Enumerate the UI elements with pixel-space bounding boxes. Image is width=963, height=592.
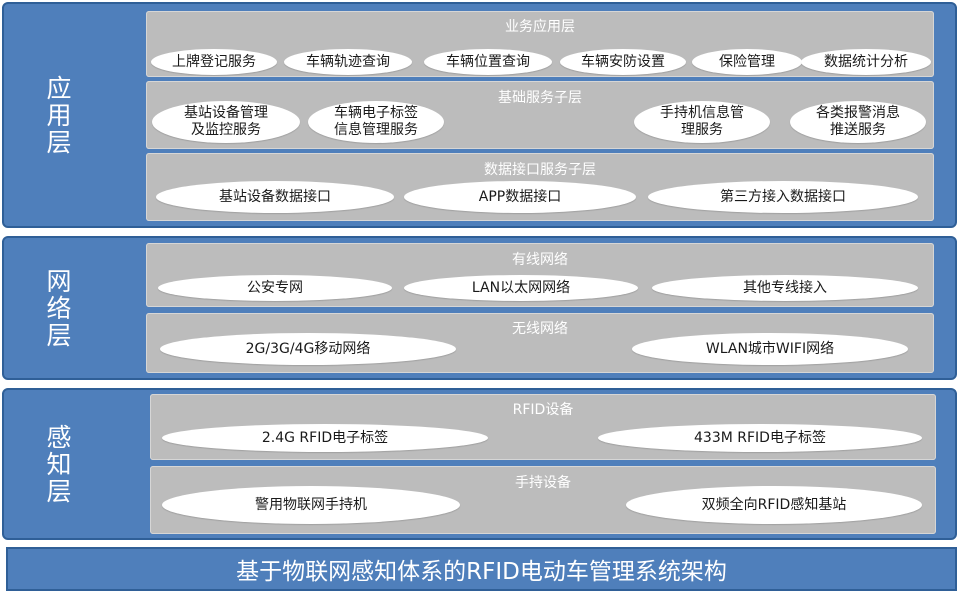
rfid-tag-433m: 433M RFID电子标签 — [598, 424, 922, 452]
wireless-network-panel: 无线网络 2G/3G/4G移动网络 WLAN城市WIFI网络 — [146, 313, 934, 373]
service-vehicle-track: 车辆轨迹查询 — [284, 49, 412, 75]
network-layer-label: 网络层 — [43, 267, 72, 349]
wired-other-line: 其他专线接入 — [652, 275, 918, 301]
data-interface-title: 数据接口服务子层 — [484, 162, 596, 178]
basic-service-title: 基础服务子层 — [498, 90, 582, 106]
wired-network-panel: 有线网络 公安专网 LAN以太网网络 其他专线接入 — [146, 243, 934, 307]
wireless-network-title: 无线网络 — [512, 321, 568, 337]
rfid-device-panel: RFID设备 2.4G RFID电子标签 433M RFID电子标签 — [150, 394, 936, 460]
application-layer-label: 应用层 — [43, 74, 72, 156]
service-insurance: 保险管理 — [692, 49, 802, 75]
interface-third-party: 第三方接入数据接口 — [648, 181, 918, 213]
basic-service-panel: 基础服务子层 基站设备管理 及监控服务 车辆电子标签 信息管理服务 手持机信息管… — [146, 81, 934, 149]
service-vehicle-location: 车辆位置查询 — [424, 49, 552, 75]
rfid-tag-24g: 2.4G RFID电子标签 — [162, 424, 488, 452]
handheld-police-terminal: 警用物联网手持机 — [162, 486, 460, 524]
service-security-setting: 车辆安防设置 — [560, 49, 686, 75]
handheld-dual-band-station: 双频全向RFID感知基站 — [626, 486, 922, 524]
handheld-device-panel: 手持设备 警用物联网手持机 双频全向RFID感知基站 — [150, 466, 936, 534]
basic-station-monitor: 基站设备管理 及监控服务 — [152, 101, 300, 143]
perception-layer-label: 感知层 — [43, 423, 72, 505]
wired-network-title: 有线网络 — [512, 252, 568, 268]
business-app-panel: 业务应用层 上牌登记服务 车辆轨迹查询 车辆位置查询 车辆安防设置 保险管理 数… — [146, 11, 934, 77]
diagram-title: 基于物联网感知体系的RFID电动车管理系统架构 — [236, 559, 727, 585]
business-app-title: 业务应用层 — [505, 19, 575, 35]
wireless-wlan-network: WLAN城市WIFI网络 — [632, 333, 908, 365]
rfid-device-title: RFID设备 — [512, 402, 574, 418]
wired-police-network: 公安专网 — [158, 275, 392, 301]
basic-alarm-push: 各类报警消息 推送服务 — [790, 101, 926, 143]
basic-tag-management: 车辆电子标签 信息管理服务 — [308, 101, 444, 143]
diagram-title-banner: 基于物联网感知体系的RFID电动车管理系统架构 — [6, 547, 957, 591]
basic-handheld-management: 手持机信息管 理服务 — [634, 101, 770, 143]
handheld-device-title: 手持设备 — [515, 475, 571, 491]
wired-lan-network: LAN以太网网络 — [404, 275, 638, 301]
service-statistics: 数据统计分析 — [801, 49, 931, 75]
interface-station-data: 基站设备数据接口 — [156, 181, 394, 213]
interface-app-data: APP数据接口 — [404, 181, 636, 213]
wireless-mobile-network: 2G/3G/4G移动网络 — [160, 333, 456, 365]
data-interface-panel: 数据接口服务子层 基站设备数据接口 APP数据接口 第三方接入数据接口 — [146, 153, 934, 221]
service-registration: 上牌登记服务 — [151, 49, 277, 75]
